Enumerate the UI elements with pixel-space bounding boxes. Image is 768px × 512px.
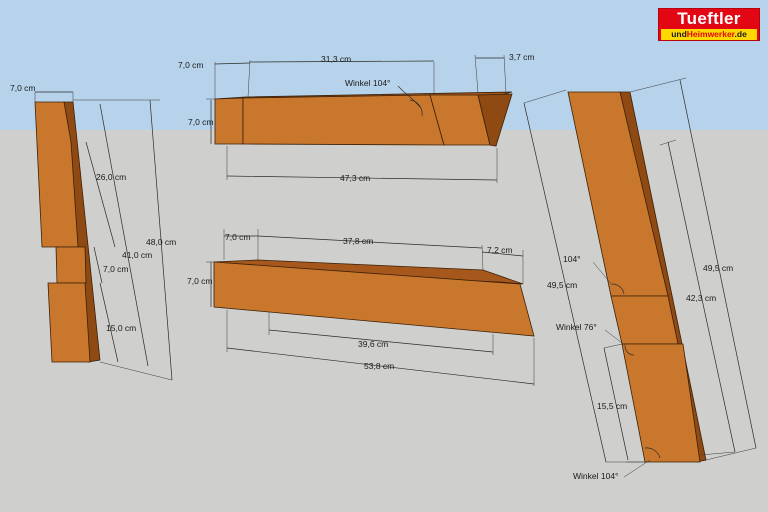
piece-3-mid-label: 37,8 cm xyxy=(343,236,373,246)
piece-4-angle-mid-label: Winkel 76° xyxy=(556,322,597,332)
piece-4-right-inner-label: 42,3 cm xyxy=(686,293,716,303)
piece-1-front-lower xyxy=(47,282,91,363)
piece-2-angle-label: Winkel 104° xyxy=(345,78,390,88)
piece-4-slanted-leg: 104° Winkel 76° Winkel 104° 49,5 cm 49,5… xyxy=(523,77,757,481)
piece-3-right-label: 7,2 cm xyxy=(487,245,513,255)
piece-4-right-total-label: 49,5 cm xyxy=(703,263,733,273)
piece-4-angle-bottom-label: Winkel 104° xyxy=(573,471,618,481)
piece-3-bottom-label: 39,6 cm xyxy=(358,339,388,349)
piece-2-main xyxy=(242,94,445,146)
piece-1-total-label: 48,0 cm xyxy=(146,237,176,247)
piece-4-left-total-label: 49,5 cm xyxy=(547,280,577,290)
piece-4-mid-notch xyxy=(610,295,679,345)
piece-1-notch xyxy=(55,246,87,284)
piece-3-left-label: 7,0 cm xyxy=(225,232,251,242)
piece-1-width-label: 7,0 cm xyxy=(10,83,36,93)
logo-heimwerker: Heimwerker xyxy=(686,29,735,39)
piece-3-front xyxy=(213,261,535,337)
tueftler-logo: Tueftler undHeimwerker.de xyxy=(658,8,760,41)
piece-1-notch-label: 7,0 cm xyxy=(103,264,129,274)
piece-2-wedge xyxy=(477,93,513,147)
piece-2-total-label: 47,3 cm xyxy=(340,173,370,183)
piece-1-top-label: 26,0 cm xyxy=(96,172,126,182)
piece-4-angle-top-label: 104° xyxy=(563,254,581,264)
piece-2-top-beam: 7,0 cm 31,3 cm 3,7 cm 7,0 cm Winkel 104°… xyxy=(178,52,535,183)
piece-2-mid-label: 31,3 cm xyxy=(321,54,351,64)
piece-1-inner-label: 41,0 cm xyxy=(122,250,152,260)
piece-1-bottom-label: 15,0 cm xyxy=(106,323,136,333)
piece-2-left-block xyxy=(214,97,244,145)
logo-und: und xyxy=(671,29,687,39)
piece-3-height-label: 7,0 cm xyxy=(187,276,213,286)
piece-2-right-label: 3,7 cm xyxy=(509,52,535,62)
piece-2-height-label: 7,0 cm xyxy=(188,117,214,127)
logo-line-2: undHeimwerker.de xyxy=(661,29,757,40)
piece-4-bottom-label: 15,5 cm xyxy=(597,401,627,411)
piece-3-lower-beam: 7,0 cm 37,8 cm 7,2 cm 7,0 cm 39,6 cm 53,… xyxy=(187,229,535,386)
logo-line-1: Tueftler xyxy=(677,9,741,28)
piece-1-vertical-post: 7,0 cm 48,0 cm 41,0 cm 26,0 cm 7,0 cm 15… xyxy=(10,83,176,381)
piece-4-lower xyxy=(621,343,701,463)
piece-2-left-label: 7,0 cm xyxy=(178,60,204,70)
piece-3-total-label: 53,8 cm xyxy=(364,361,394,371)
piece-1-front-upper xyxy=(34,101,79,248)
logo-domain: .de xyxy=(734,29,747,39)
